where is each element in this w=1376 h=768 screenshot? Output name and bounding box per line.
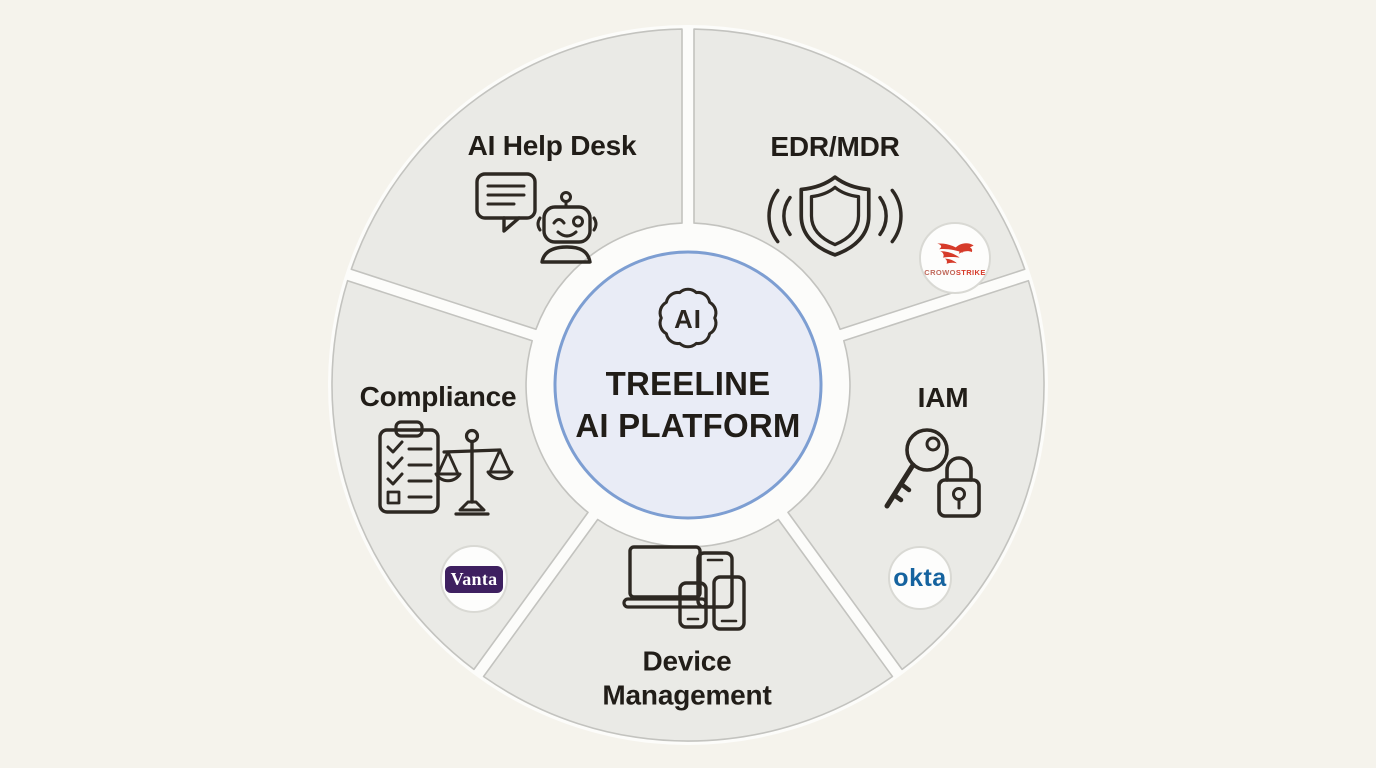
checklist-clipboard-icon [378,420,440,514]
crowdstrike-wordmark-light: CROWO [924,268,956,278]
chat-robot-icon [475,172,598,264]
okta-logo: okta [888,546,952,610]
segment-label-ai-help-desk: AI Help Desk [467,130,637,162]
vanta-logo: Vanta [440,545,508,613]
sonar-wave-left-inner [782,195,792,237]
crowdstrike-wordmark-bold: STRIKE [955,268,986,278]
vanta-badge: Vanta [445,565,503,593]
phone-large [712,575,746,631]
padlock-icon [937,456,981,518]
scales-icon [434,428,514,516]
segment-label-compliance: Compliance [359,381,517,413]
segment-label-iam: IAM [917,382,969,414]
devices-icon [622,545,746,631]
ai-brain-label: AI [674,306,702,334]
ai-brain-icon: AI [658,287,718,349]
vanta-wordmark: Vanta [450,568,498,589]
laptop-base [622,597,708,609]
sonar-wave-right-outer [890,188,903,244]
key-lock-icon [884,428,981,518]
shield-sonar-icon [767,175,903,257]
okta-wordmark: okta [893,563,947,592]
center-title-line2: AI PLATFORM [575,407,801,444]
segment-device-management [482,518,894,742]
phone-small [678,581,708,629]
clipboard-scales-icon [378,420,514,516]
sonar-wave-left-outer [767,188,780,244]
segment-iam [787,279,1045,671]
crowdstrike-logo: CROWOSTRIKE [919,222,991,294]
center-hub-circle [553,250,823,520]
center-title: TREELINE AI PLATFORM [575,363,800,447]
segment-label-device-management: Device Management [602,645,772,710]
crowdstrike-wordmark: CROWOSTRIKE [924,269,986,277]
sonar-wave-right-inner [878,195,888,237]
segment-ai-help-desk [350,28,683,331]
crowdstrike-falcon-icon [937,243,974,264]
center-title-line1: TREELINE [605,364,771,402]
robot-icon [536,191,598,264]
laptop-screen [628,545,702,599]
segment-label-edr-mdr: EDR/MDR [770,131,900,163]
key-icon [884,428,949,509]
chat-bubble-icon [475,172,537,233]
